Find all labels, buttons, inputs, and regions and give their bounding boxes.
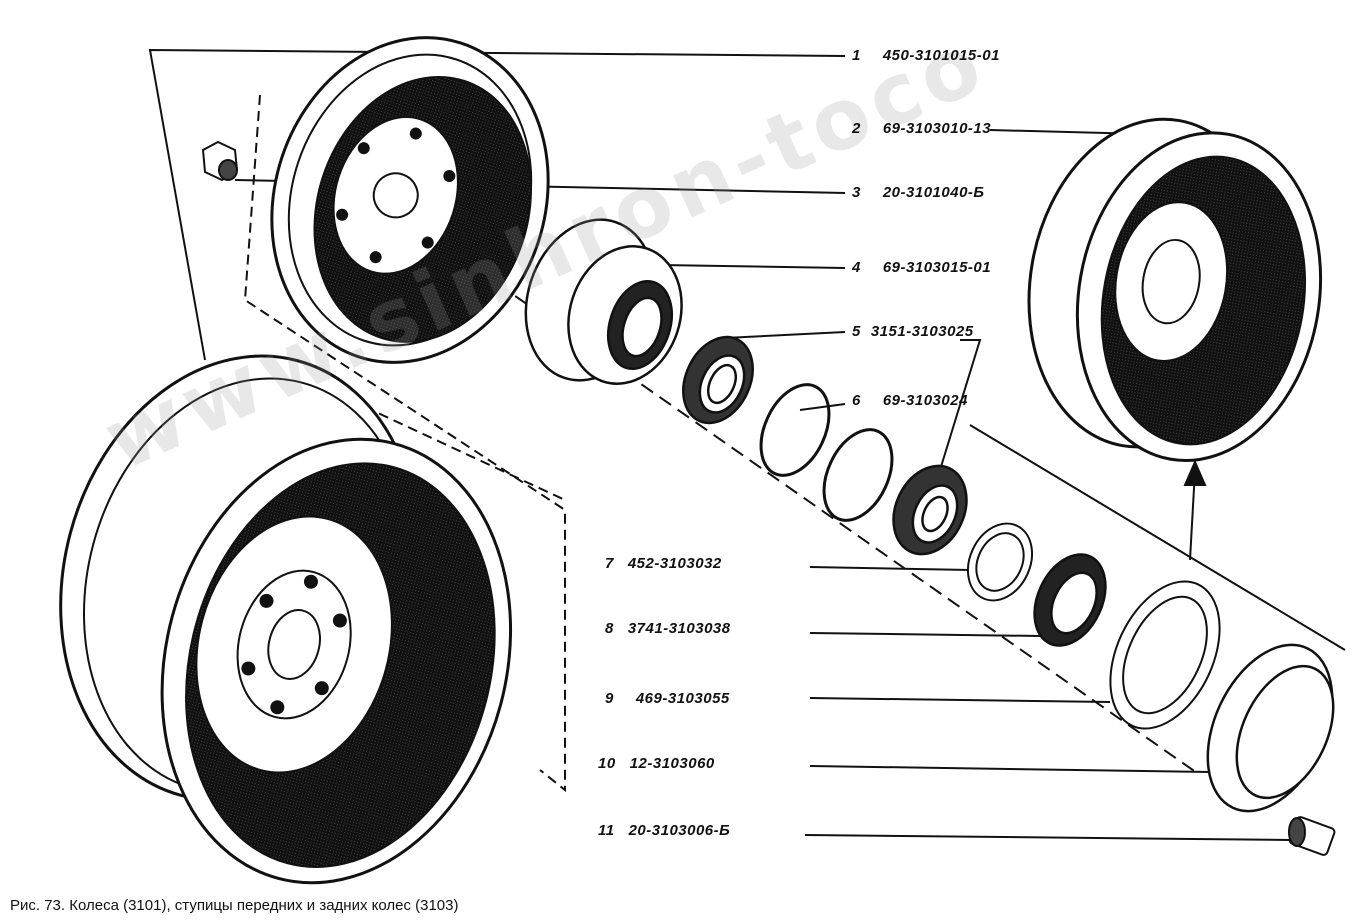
callout-6: 6 69-3103024 — [852, 392, 968, 409]
lock-washer — [966, 522, 1034, 602]
bearing-right — [892, 464, 968, 556]
callout-number: 3 — [852, 184, 861, 201]
arrow-head — [1183, 459, 1207, 486]
leader-line-1 — [148, 48, 846, 361]
callout-4: 4 69-3103015-01 — [852, 259, 991, 276]
part-number: 450-3101015-01 — [882, 47, 1000, 64]
callout-number: 10 — [598, 755, 616, 772]
wheel-hub — [524, 218, 683, 385]
gasket — [1109, 580, 1221, 730]
wheel-stud — [1288, 816, 1336, 856]
callout-number: 11 — [598, 822, 615, 839]
part-number: 3151-3103025 — [870, 323, 974, 340]
leader-line-6 — [799, 403, 846, 411]
part-number: 452-3103032 — [627, 555, 722, 572]
part-number: 20-3101040-Б — [882, 184, 985, 201]
part-number: 469-3103055 — [635, 690, 730, 707]
leader-line-11 — [804, 834, 1291, 841]
oil-seal — [1033, 553, 1107, 647]
callout-7: 7 452-3103032 — [605, 555, 722, 572]
leader-line-5 — [724, 331, 846, 339]
leader-line-9 — [809, 697, 1111, 703]
callout-11: 11 20-3103006-Б — [598, 822, 730, 839]
callout-number: 5 — [852, 323, 861, 340]
callout-8: 8 3741-3103038 — [605, 620, 731, 637]
callout-9: 9 469-3103055 — [605, 690, 730, 707]
callout-number: 4 — [852, 259, 861, 276]
callout-3: 3 20-3101040-Б — [852, 184, 985, 201]
callout-number: 7 — [605, 555, 614, 572]
part-number: 69-3103015-01 — [882, 259, 992, 276]
callout-number: 2 — [852, 120, 861, 137]
wheel-rim-top-left — [270, 36, 550, 364]
callout-number: 6 — [852, 392, 861, 409]
leader-line-7 — [809, 566, 971, 571]
part-number: 20-3103006-Б — [628, 822, 731, 839]
callout-number: 9 — [605, 690, 614, 707]
wheel-rim-bottom-left — [59, 354, 513, 885]
figure-caption: Рис. 73. Колеса (3101), ступицы передних… — [10, 897, 459, 914]
bearing-left — [682, 335, 754, 425]
leader-line-8 — [809, 632, 1041, 637]
leader-line-4 — [659, 264, 846, 269]
part-number: 69-3103024 — [882, 392, 968, 409]
callout-number: 1 — [852, 47, 861, 64]
part-number: 3741-3103038 — [627, 620, 731, 637]
wheel-rim-right — [1027, 117, 1323, 462]
leader-line-2b — [969, 424, 1346, 651]
callout-2: 2 69-3103010-13 — [852, 120, 991, 137]
part-number: 12-3103060 — [629, 755, 715, 772]
leader-line-5b — [939, 339, 982, 471]
callout-5: 5 3151-3103025 — [852, 323, 974, 340]
dashed-guides — [243, 94, 1201, 793]
callout-number: 8 — [605, 620, 614, 637]
leader-line-10 — [809, 765, 1211, 773]
wheel-nut — [201, 140, 239, 182]
snap-rings — [759, 383, 894, 522]
callout-10: 10 12-3103060 — [598, 755, 715, 772]
callout-1: 1 450-3101015-01 — [852, 47, 1000, 64]
hub-cap — [1206, 643, 1335, 813]
part-number: 69-3103010-13 — [882, 120, 992, 137]
